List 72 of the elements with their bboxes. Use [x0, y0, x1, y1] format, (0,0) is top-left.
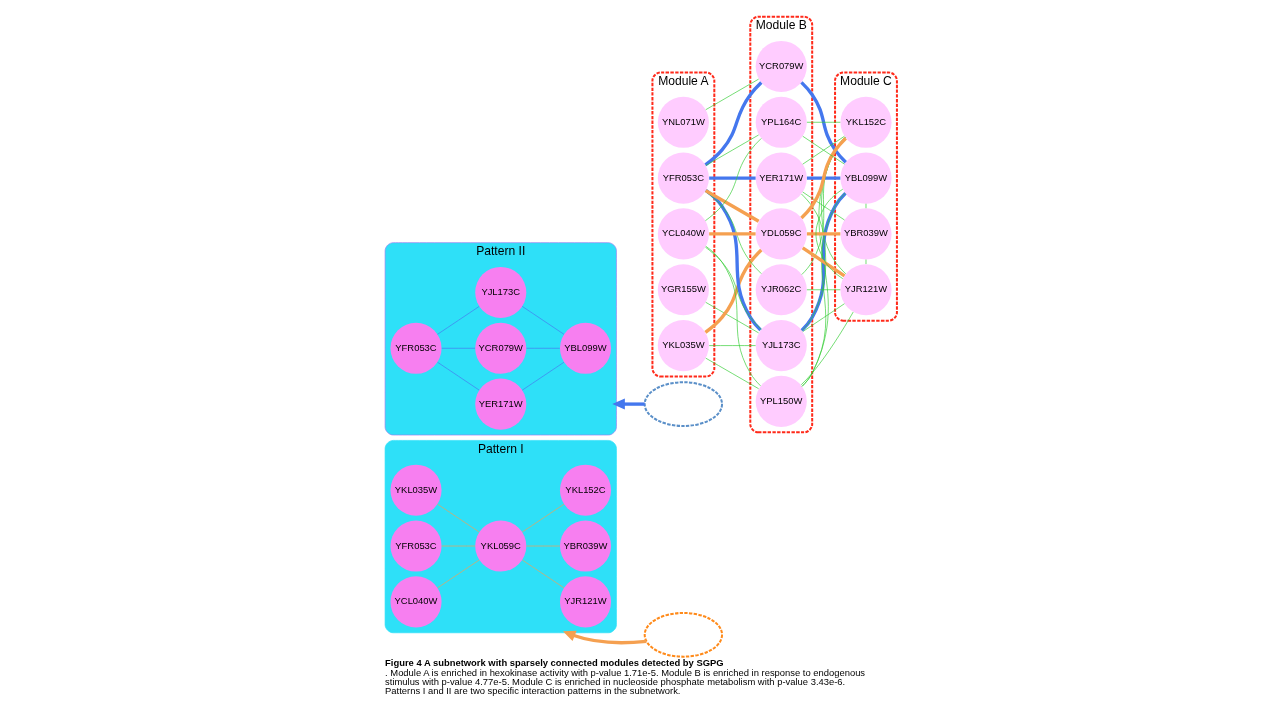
connector [526, 347, 561, 349]
node-circle: YBR039W [559, 520, 612, 572]
connector [705, 134, 759, 166]
connector [705, 138, 762, 221]
node-circle: YFR053C [390, 322, 442, 374]
connector [800, 192, 847, 332]
node-circle: YFR053C [390, 520, 442, 572]
node-blob [643, 381, 724, 427]
node-circle: YBL099W [559, 322, 612, 374]
connector [704, 81, 763, 167]
connector [806, 176, 841, 180]
connector [815, 188, 844, 279]
node-circle: YER171W [475, 378, 527, 430]
node-circle: YJR121W [559, 576, 612, 628]
connector [800, 311, 854, 386]
arrow [562, 630, 647, 645]
connector [704, 189, 760, 223]
connector [802, 135, 845, 165]
connector [441, 347, 476, 349]
connector [708, 345, 756, 346]
node-circle: YKL152C [559, 464, 612, 516]
connector [800, 81, 847, 164]
connector [802, 191, 845, 221]
connector [709, 232, 756, 236]
connector [806, 289, 841, 291]
node-circle: YKL035W [390, 464, 442, 516]
node-circle: YBR039W [840, 208, 892, 260]
node-circle: YPL164C [755, 96, 807, 148]
node-circle: YCR079W [755, 40, 807, 92]
connector [437, 361, 480, 391]
connector [801, 193, 847, 275]
node-circle: YCL040W [657, 208, 709, 260]
connector [801, 246, 846, 278]
node-circle: YKL152C [840, 96, 892, 148]
node-circle: YJR121W [840, 264, 892, 316]
connector [704, 189, 762, 332]
connector [705, 301, 759, 334]
node-blob [643, 611, 724, 658]
connector [521, 503, 565, 533]
connector [437, 559, 480, 589]
node-circle: YKL059C [475, 520, 527, 572]
connector [437, 503, 480, 533]
node-circle: YGR155W [657, 264, 709, 316]
node-circle: YJL173C [475, 266, 527, 318]
connector [437, 306, 480, 335]
connector [801, 137, 846, 275]
node-circle: YPL150W [755, 375, 807, 427]
connector [801, 137, 846, 331]
node-circle: YKL035W [657, 320, 709, 372]
connector [705, 191, 762, 274]
node-circle: YNL071W [657, 96, 709, 148]
connector [800, 137, 847, 220]
node-circle: YBL099W [840, 152, 892, 204]
node-circle: YJL173C [755, 320, 807, 372]
connector [705, 357, 759, 390]
connector [705, 245, 761, 387]
connector [521, 306, 565, 335]
connector [705, 78, 759, 111]
node-circle: YDL059C [755, 208, 807, 260]
node-circle: YFR053C [657, 152, 709, 204]
node-circle: YCL040W [390, 576, 442, 628]
connector [709, 176, 756, 180]
connector [521, 361, 565, 391]
arrow [612, 398, 645, 410]
node-circle: YCR079W [475, 322, 527, 374]
connector [521, 559, 565, 589]
node-circle: YER171W [755, 152, 807, 204]
node-circle: YJR062C [755, 264, 807, 316]
caption: Figure 4 A subnetwork with sparsely connected modules detected by SGPG. Module A is enriched in hexokinase activity with p-value 1.71e-5. Module B is enriched in response to endogenous stimulus with p-value 4.77e-5. Module C is enriched in nucleoside phosphate metabolism with p-value 3.43e-6. Patterns I and II are two specific interaction patterns in the subnetwork. [385, 657, 866, 697]
connector [806, 232, 841, 236]
connector [802, 303, 845, 332]
connector [801, 136, 846, 387]
